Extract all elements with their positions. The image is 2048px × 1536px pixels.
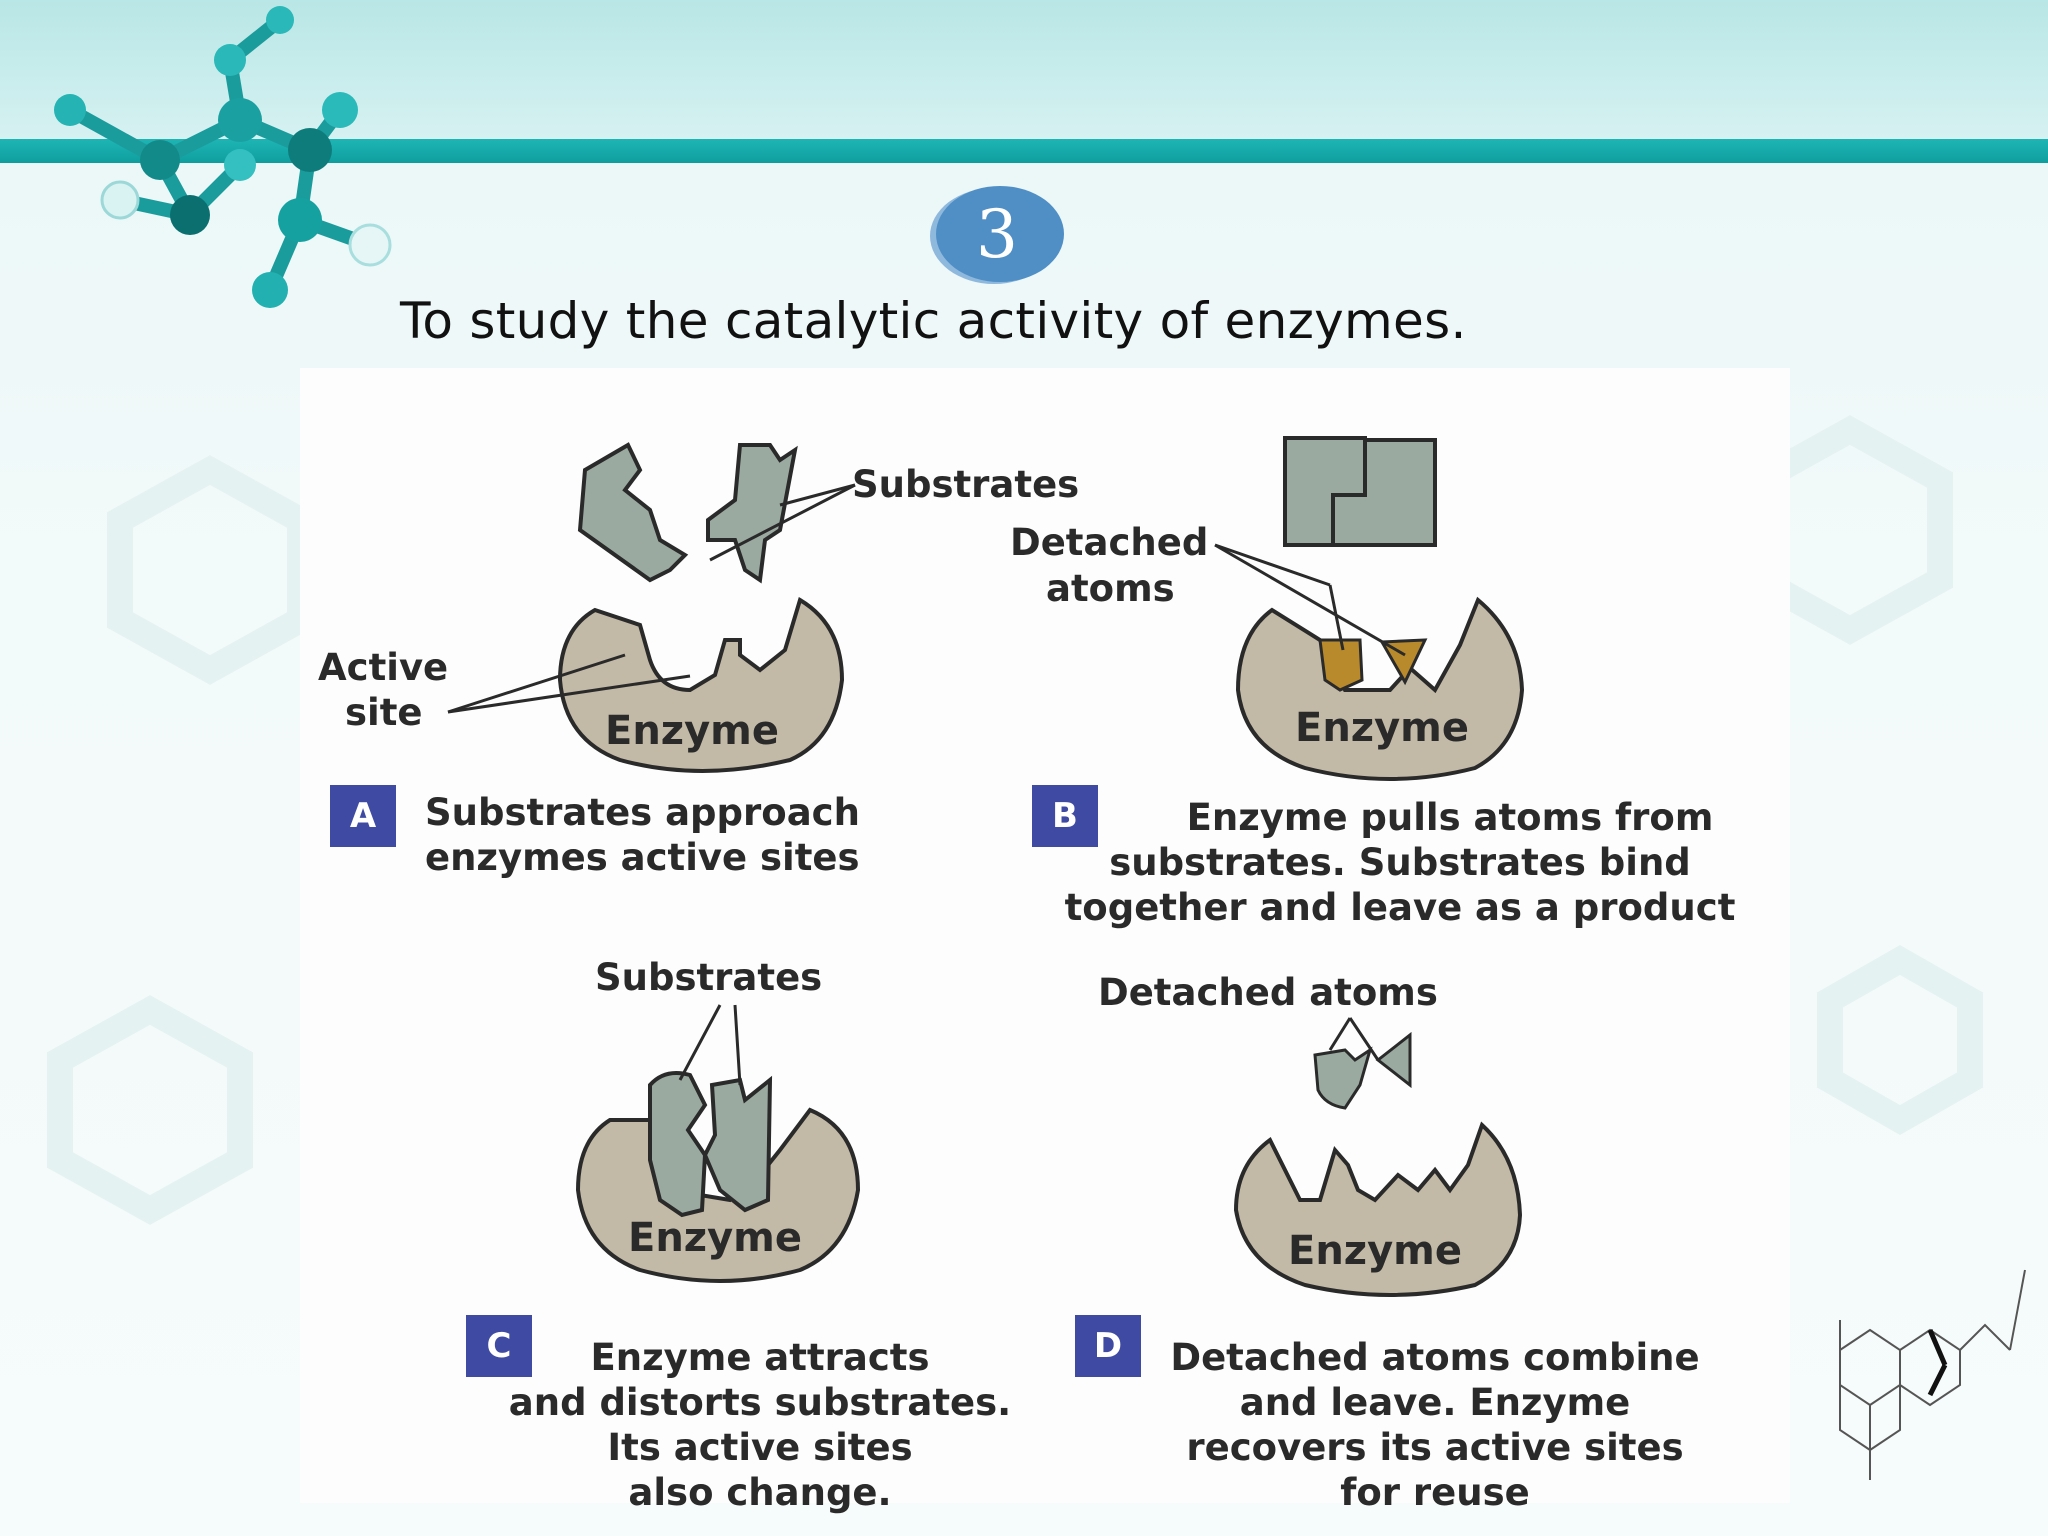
steroid-structure-icon	[1839, 1269, 2026, 1480]
label-substrates-a: Substrates	[852, 463, 1080, 506]
caption-b: Enzyme pulls atoms from substrates. Subs…	[1055, 795, 1745, 930]
caption-b-line-2: substrates. Substrates bind	[1109, 841, 1691, 884]
label-substrates-c: Substrates	[595, 956, 823, 999]
label-detached-b-2: atoms	[1046, 567, 1175, 610]
caption-a: Substrates approach enzymes active sites	[425, 790, 860, 880]
label-enzyme-d: Enzyme	[1288, 1228, 1462, 1274]
enzyme-a	[557, 596, 845, 773]
caption-a-line-1: Substrates approach	[425, 791, 860, 834]
slide-number-badge	[930, 186, 1064, 284]
atom-b2	[1379, 638, 1428, 686]
label-active-site-2: site	[345, 691, 423, 734]
label-enzyme-b: Enzyme	[1295, 705, 1469, 751]
caption-b-line-1: Enzyme pulls atoms from	[1186, 796, 1714, 839]
panel-d-graphic	[1233, 1017, 1523, 1297]
atom-d1	[1313, 1046, 1373, 1110]
slide-title: To study the catalytic activity of enzym…	[400, 292, 1467, 350]
caption-c: Enzyme attracts and distorts substrates.…	[490, 1335, 1030, 1515]
caption-c-line-1: Enzyme attracts	[590, 1336, 930, 1379]
letter-box-c: C	[466, 1315, 532, 1377]
letter-box-b: B	[1032, 785, 1098, 847]
header-accent-line	[0, 139, 2048, 163]
label-detached-d: Detached atoms	[1098, 971, 1438, 1014]
substrate-c1	[648, 1071, 708, 1218]
letter-box-a: A	[330, 785, 396, 847]
caption-d-line-3: recovers its active sites	[1186, 1426, 1684, 1469]
enzyme-d	[1233, 1121, 1523, 1297]
caption-d-line-2: and leave. Enzyme	[1239, 1381, 1631, 1424]
substrate-a2	[706, 443, 798, 584]
caption-d-line-1: Detached atoms combine	[1170, 1336, 1700, 1379]
atom-b1	[1318, 638, 1364, 692]
panel-b-graphic	[1214, 436, 1525, 781]
panel-c-graphic	[575, 1004, 861, 1283]
diagram-panel	[300, 368, 1790, 1503]
panel-a-graphic	[447, 442, 856, 773]
substrate-a1	[577, 442, 689, 583]
slide-number: 3	[976, 195, 1018, 273]
substrate-c2	[702, 1075, 773, 1213]
letter-box-d: D	[1075, 1315, 1141, 1377]
label-enzyme-a: Enzyme	[605, 708, 779, 754]
enzyme-b	[1235, 596, 1525, 781]
molecule-logo-icon	[54, 6, 392, 308]
caption-d-line-4: for reuse	[1340, 1471, 1530, 1514]
caption-c-line-2: and distorts substrates.	[508, 1381, 1012, 1424]
caption-c-line-3: Its active sites	[607, 1426, 913, 1469]
label-enzyme-c: Enzyme	[628, 1215, 802, 1261]
label-active-site-1: Active	[318, 646, 449, 689]
caption-d: Detached atoms combine and leave. Enzyme…	[1150, 1335, 1720, 1515]
caption-a-line-2: enzymes active sites	[425, 836, 860, 879]
caption-c-line-4: also change.	[628, 1471, 892, 1514]
label-detached-b-1: Detached	[1010, 521, 1209, 564]
atom-d2	[1375, 1031, 1412, 1089]
caption-b-line-3: together and leave as a product	[1064, 886, 1736, 929]
